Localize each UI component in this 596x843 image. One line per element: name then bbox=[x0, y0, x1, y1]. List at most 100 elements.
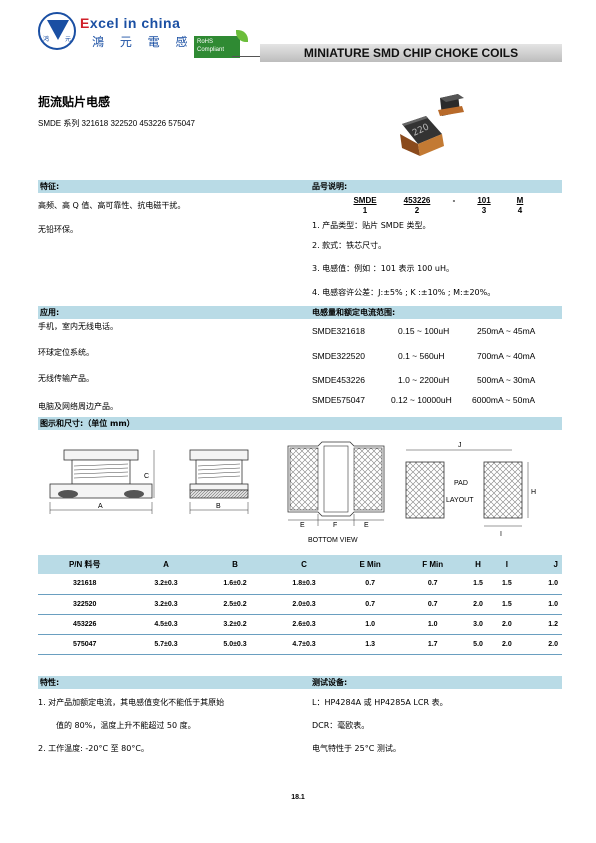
feature-item: 无铅环保。 bbox=[38, 225, 78, 234]
code-index-1: 1 bbox=[362, 206, 368, 215]
table-cell: 1.0 bbox=[401, 614, 464, 635]
table-row: 322520 3.2±0.3 2.5±0.2 2.0±0.3 0.7 0.7 2… bbox=[38, 594, 562, 615]
table-cell: 4.5±0.3 bbox=[131, 614, 201, 635]
product-title: 扼流贴片电感 bbox=[38, 95, 111, 109]
test-equipment-heading: 测试设备: bbox=[310, 676, 562, 689]
dim-label-a: A bbox=[98, 503, 103, 510]
application-item: 手机，室内无线电话。 bbox=[38, 322, 118, 331]
application-item: 环球定位系统。 bbox=[38, 348, 94, 357]
dimension-drawing: A C B E F E BOTTOM VIEW J PAD LAYOUT bbox=[49, 441, 536, 544]
table-cell: 2.0 bbox=[463, 594, 493, 615]
col-header-f-min: F Min bbox=[401, 555, 464, 574]
table-cell: 0.7 bbox=[338, 574, 402, 595]
code-segment-1: SMDE bbox=[353, 196, 377, 205]
code-segment-2: 453226 bbox=[403, 196, 431, 205]
part-note: 4. 电感容许公差：J:±5% ; K :±10% ; M:±20%。 bbox=[312, 288, 496, 297]
table-cell: 2.0±0.3 bbox=[269, 594, 339, 615]
side-view-diagram: A C bbox=[49, 449, 155, 514]
col-header-e-min: E Min bbox=[338, 555, 402, 574]
table-cell: 3.0 bbox=[463, 614, 493, 635]
col-header-b: B bbox=[200, 555, 270, 574]
drawing-heading: 图示和尺寸:（单位 mm） bbox=[38, 417, 562, 430]
col-header-c: C bbox=[269, 555, 339, 574]
dim-label-j: J bbox=[458, 442, 462, 449]
table-cell: 1.8±0.3 bbox=[269, 574, 339, 595]
brand-rest: xcel in china bbox=[89, 15, 181, 31]
table-cell: 1.3 bbox=[338, 634, 402, 655]
table-cell: 1.5 bbox=[463, 574, 493, 595]
dimension-table: P/N 料号 A B C E Min F Min H I J 321618 3.… bbox=[38, 555, 562, 655]
table-cell: 5.7±0.3 bbox=[131, 634, 201, 655]
table-cell: 1.5 bbox=[492, 594, 522, 615]
product-subtitle: SMDE 系列 321618 322520 453226 575047 bbox=[38, 119, 196, 128]
test-equipment-item: L：HP4284A 或 HP4285A LCR 表。 bbox=[312, 698, 448, 707]
dim-label-i: I bbox=[500, 531, 502, 538]
rating-current: 500mA ~ 30mA bbox=[477, 375, 536, 385]
rating-inductance: 0.1 ~ 560uH bbox=[398, 351, 445, 361]
col-header-a: A bbox=[131, 555, 201, 574]
part-note: 1. 产品类型：贴片 SMDE 类型。 bbox=[312, 221, 431, 230]
table-cell: 0.7 bbox=[338, 594, 402, 615]
part-number-heading: 品号说明: bbox=[310, 180, 562, 193]
table-cell: 1.0 bbox=[521, 574, 562, 595]
code-index-2: 2 bbox=[414, 206, 420, 215]
table-cell: 0.7 bbox=[401, 594, 464, 615]
code-index-3: 3 bbox=[481, 206, 487, 215]
table-cell: 575047 bbox=[38, 634, 132, 655]
large-inductor-image: 220 bbox=[400, 116, 444, 156]
table-cell: 2.5±0.2 bbox=[200, 594, 270, 615]
table-cell: 0.7 bbox=[401, 574, 464, 595]
table-cell: 3.2±0.3 bbox=[131, 574, 201, 595]
rating-inductance: 0.15 ~ 100uH bbox=[398, 326, 450, 336]
logo-char-right: 元 bbox=[64, 36, 71, 43]
leaf-icon bbox=[236, 30, 248, 42]
dim-label-e-left: E bbox=[300, 522, 305, 529]
rating-inductance: 0.12 ~ 10000uH bbox=[391, 395, 452, 405]
characteristics-heading: 特性: bbox=[38, 676, 310, 689]
table-cell: 1.0 bbox=[521, 594, 562, 615]
bottom-view-diagram: E F E BOTTOM VIEW bbox=[287, 441, 385, 544]
code-segment-3: 101 bbox=[477, 196, 491, 205]
ratings-heading: 电感量和额定电流范围: bbox=[310, 306, 562, 319]
dim-label-h: H bbox=[531, 489, 536, 496]
table-cell: 3.2±0.3 bbox=[131, 594, 201, 615]
table-row: 453226 4.5±0.3 3.2±0.2 2.6±0.3 1.0 1.0 3… bbox=[38, 614, 562, 635]
table-row: 321618 3.2±0.3 1.6±0.2 1.8±0.3 0.7 0.7 1… bbox=[38, 574, 562, 595]
rating-current: 6000mA ~ 50mA bbox=[472, 395, 536, 405]
test-equipment-item: 电气特性于 25°C 测试。 bbox=[312, 744, 401, 753]
table-cell: 1.7 bbox=[401, 634, 464, 655]
application-item: 电脑及网络周边产品。 bbox=[38, 402, 118, 411]
characteristic-item: 值的 80%，温度上升不能超过 50 度。 bbox=[56, 721, 196, 730]
rohs-label: RoHS bbox=[197, 39, 214, 45]
test-equipment-item: DCR：毫欧表。 bbox=[312, 721, 370, 730]
table-cell: 453226 bbox=[38, 614, 132, 635]
table-cell: 2.0 bbox=[521, 634, 562, 655]
dim-label-b: B bbox=[216, 503, 221, 510]
rating-model: SMDE322520 bbox=[312, 351, 365, 361]
table-cell: 3.2±0.2 bbox=[200, 614, 270, 635]
rating-current: 700mA ~ 40mA bbox=[477, 351, 536, 361]
part-note: 2. 款式：铁芯尺寸。 bbox=[312, 241, 387, 250]
rating-model: SMDE575047 bbox=[312, 395, 365, 405]
table-cell: 5.0±0.3 bbox=[200, 634, 270, 655]
table-row: 575047 5.7±0.3 5.0±0.3 4.7±0.3 1.3 1.7 5… bbox=[38, 634, 562, 655]
col-header-pn: P/N 料号 bbox=[38, 555, 132, 574]
rohs-compliant-label: Compliant bbox=[197, 47, 225, 53]
layout-label: LAYOUT bbox=[446, 497, 474, 504]
application-item: 无线传输产品。 bbox=[38, 374, 94, 383]
rating-current: 250mA ~ 45mA bbox=[477, 326, 536, 336]
brand-first-letter: E bbox=[80, 15, 90, 31]
table-cell: 1.2 bbox=[521, 614, 562, 635]
dim-label-f: F bbox=[333, 522, 337, 529]
applications-heading: 应用: bbox=[38, 306, 310, 319]
table-cell: 2.6±0.3 bbox=[269, 614, 339, 635]
page-number: 18.1 bbox=[291, 794, 305, 801]
small-inductor-image bbox=[438, 94, 464, 116]
col-header-h: H bbox=[463, 555, 493, 574]
brand-name-cn: 鴻 元 電 感 bbox=[92, 35, 194, 49]
table-cell: 321618 bbox=[38, 574, 132, 595]
brand-name: Excel in china bbox=[80, 15, 180, 31]
product-photo: 220 bbox=[400, 94, 464, 156]
pad-label: PAD bbox=[454, 480, 468, 487]
characteristic-item: 1. 对产品加额定电流，其电感值变化不能低于其原始 bbox=[38, 698, 225, 707]
